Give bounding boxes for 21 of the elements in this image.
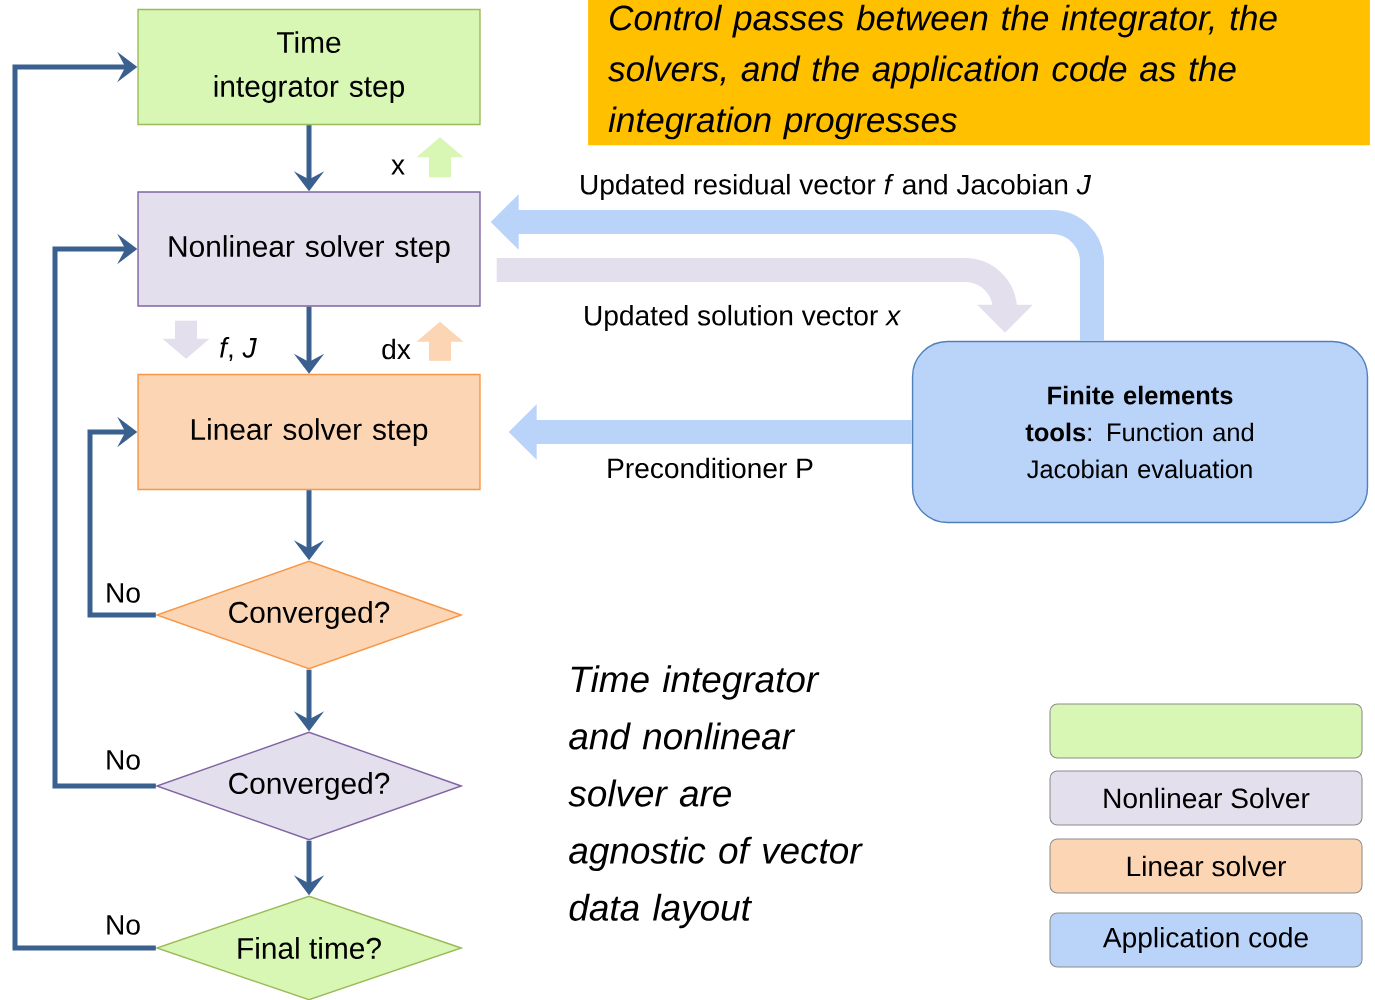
- arrow: [12, 51, 156, 951]
- edge-label: No: [103, 913, 143, 937]
- process-box: Linear solver step: [137, 373, 481, 491]
- arrow: [52, 233, 156, 789]
- edge-label: Updated residual vector f and Jacobian J: [577, 172, 1093, 202]
- note-text: Time integrator and nonlinear solver are agnostic of vector data layout: [568, 665, 863, 929]
- arrow: [87, 416, 156, 618]
- edge-label: dx: [379, 336, 413, 362]
- legend-item: Application code: [1049, 912, 1363, 968]
- tool-box: Finite elements tools: Function and Jacobian evaluation: [911, 340, 1369, 524]
- legend-item: Nonlinear Solver: [1049, 770, 1363, 826]
- edge-label: No: [103, 581, 143, 605]
- note-banner: Control passes between the integrator, the solvers, and the application code as the integration progresses: [588, 0, 1370, 146]
- process-box: Time integrator step: [137, 8, 481, 126]
- edge-label: Preconditioner P: [604, 455, 816, 481]
- edge-label: x: [389, 157, 407, 177]
- edge-label: Updated solution vector x: [581, 303, 903, 333]
- process-box: Nonlinear solver step: [137, 191, 481, 307]
- edge-label: No: [103, 748, 143, 772]
- edge-label: f, J: [217, 335, 259, 363]
- legend-item: Linear solver: [1049, 838, 1363, 894]
